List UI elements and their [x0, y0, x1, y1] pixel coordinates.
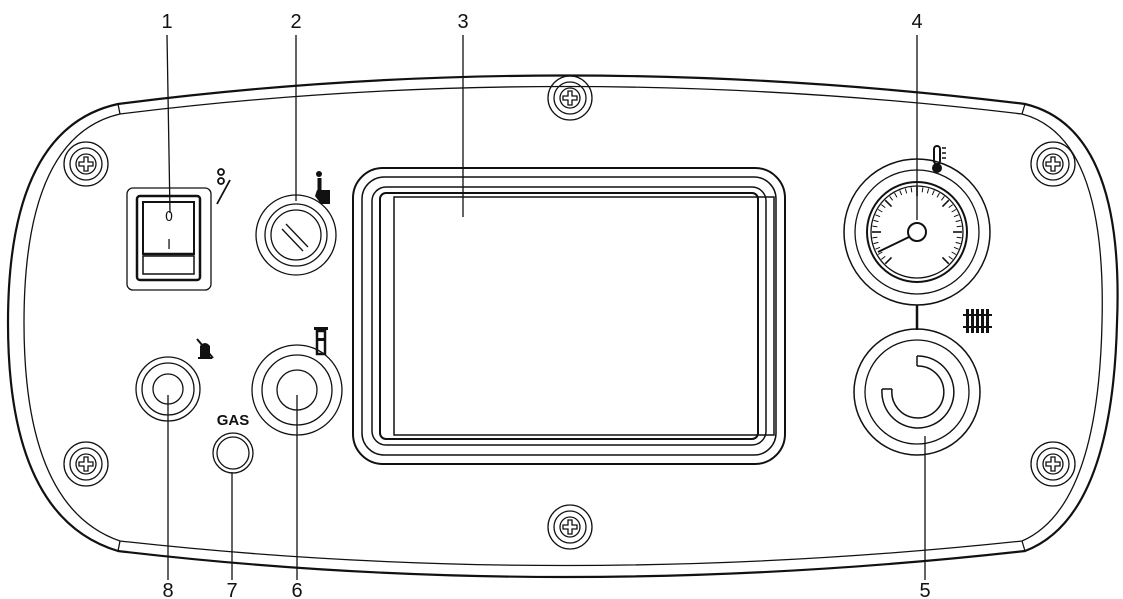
- gauge-tick: [941, 256, 950, 265]
- screw: [1030, 441, 1076, 487]
- gauge-tick: [904, 188, 908, 194]
- gauge-tick: [894, 192, 898, 198]
- gauge-tick: [910, 187, 913, 193]
- gauge-tick: [955, 219, 961, 223]
- gauge-tick: [872, 225, 878, 228]
- gauge-tick: [877, 251, 883, 255]
- gauge-tick: [875, 246, 881, 250]
- gauge-tick: [880, 255, 886, 260]
- callout-4: 4: [911, 11, 922, 33]
- gauge-tick: [940, 195, 945, 201]
- gauge-tick: [875, 214, 881, 218]
- gauge-tick: [955, 241, 961, 245]
- gauge-tick: [948, 204, 954, 209]
- gauge-tick: [873, 219, 879, 223]
- reset-knob[interactable]: [255, 194, 337, 276]
- gauge-tick: [899, 190, 903, 196]
- gauge-tick: [953, 214, 959, 218]
- chimney-flue-icon: [314, 327, 328, 356]
- gauge-tick: [877, 209, 883, 213]
- gauge-tick: [941, 199, 950, 208]
- screw: [63, 441, 109, 487]
- callout-2: 2: [290, 11, 301, 33]
- radiator-icon: [963, 309, 992, 333]
- screw: [63, 141, 109, 187]
- gauge-tick: [884, 199, 893, 208]
- switch-off-mark: 0: [165, 210, 173, 225]
- panel-outline: [6, 74, 1119, 579]
- switch-on-mark: I: [167, 238, 171, 253]
- gauge-tick: [880, 204, 886, 209]
- gauge-tick: [936, 192, 940, 198]
- leader-lines: [166, 34, 926, 580]
- gauge-tick: [873, 241, 879, 245]
- alarm-crossed-icon: [196, 338, 214, 359]
- gauge-tick: [953, 246, 959, 250]
- gauge-ticks: [872, 187, 962, 265]
- gauge-tick: [948, 255, 954, 260]
- callout-8: 8: [162, 580, 173, 599]
- gauge-tick: [921, 187, 924, 193]
- callout-3: 3: [457, 11, 468, 33]
- gauge-tick: [951, 251, 957, 255]
- heating-knob[interactable]: [853, 328, 981, 456]
- screw: [547, 75, 593, 121]
- screw: [547, 504, 593, 550]
- on-off-switch-icon: [216, 168, 231, 205]
- gas-label: GAS: [217, 412, 250, 429]
- gas-indicator: [212, 432, 254, 474]
- gauge-tick: [884, 256, 893, 265]
- callout-7: 7: [226, 580, 237, 599]
- gauge-tick: [931, 190, 935, 196]
- gauge-tick: [951, 209, 957, 213]
- display-screen[interactable]: [352, 167, 786, 465]
- screw: [1030, 141, 1076, 187]
- callout-5: 5: [919, 580, 930, 599]
- gauge-tick: [956, 225, 962, 228]
- gauge-tick: [926, 188, 930, 194]
- gauge-tick: [872, 236, 878, 239]
- gauge-tick: [889, 195, 894, 201]
- hand-pointer-icon: [315, 171, 330, 204]
- callout-6: 6: [291, 580, 302, 599]
- gauge-tick: [956, 236, 962, 239]
- thermometer-icon: [932, 145, 946, 173]
- callout-1: 1: [161, 11, 172, 33]
